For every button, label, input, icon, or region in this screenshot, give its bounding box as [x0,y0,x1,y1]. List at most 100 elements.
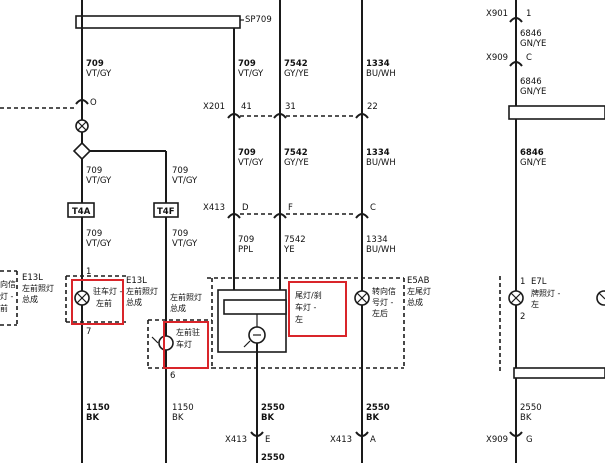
label-pins-pc: C [526,53,532,63]
assembly-box-right [513,367,605,379]
label-terminals-t4a: T4A [72,207,91,217]
label-connectors-x909-bot: X909 [486,435,508,445]
terminal-t4a [67,202,95,218]
label-wires-w709-mid2-color: VT/GY [238,158,264,168]
label-wires-w2550d-num: 2550 [261,453,285,463]
label-components-e5ab-id: E5AB [407,276,430,286]
label-wires-w1334-top-color: BU/WH [366,69,396,79]
label-components-turn-rear-l2: 号灯 - [372,297,394,307]
label-components-far-left-l3: 前 [0,303,8,313]
label-wires-w6846c-num: 6846 [520,148,544,158]
label-connectors-x413-top: X413 [203,203,225,213]
label-components-e13l-mid-l2: 总成 [126,297,142,307]
label-pins-a: A [370,435,376,445]
label-pins-c: C [370,203,376,213]
label-components-turn-rear-l1: 转向信 [372,286,396,296]
label-components-parking-front-l2: 左前 [96,298,112,308]
label-wires-w7542-ye-color: YE [283,245,295,255]
label-connectors-x413-e: X413 [225,435,247,445]
label-wires-w1150b-num: 1150 [172,403,194,413]
splice-label: SP709 [245,15,272,25]
label-wires-w2550b-num: 2550 [366,403,390,413]
label-wires-w709-left-color: VT/GY [86,176,112,186]
label-wires-w7542-mid-num: 7542 [284,148,308,158]
label-components-e13l-left-l1: 左前照灯 [22,283,54,293]
label-pins-d: D [242,203,249,213]
label-pins-o: O [90,98,97,108]
label-wires-w709-left2-color: VT/GY [86,239,112,249]
label-components-e13l-left-id: E13L [22,273,43,283]
highlight-tail-brake [288,281,347,337]
label-connectors-x901: X901 [486,9,508,19]
splice-bar [75,15,241,29]
label-components-e7l-l2: 左 [531,299,539,309]
label-wires-w1334-top-num: 1334 [366,59,390,69]
label-connectors-x201: X201 [203,102,225,112]
label-wires-w7542-mid-color: GY/YE [284,158,309,168]
label-wires-w6846c-color: GN/YE [520,158,546,168]
label-pins-p22: 22 [367,102,378,112]
label-components-parking-front2-l2: 车灯 [176,339,192,349]
label-components-parking-front2-l1: 左前驻 [176,327,200,337]
label-wires-w709-mid2-num: 709 [238,148,256,158]
label-wires-w7542-top-color: GY/YE [284,69,309,79]
label-components-turn-rear-l3: 左后 [372,308,388,318]
label-pins-p1r: 1 [520,277,525,287]
label-wires-w1334-bot-num: 1334 [366,235,388,245]
splice-bar-right [508,105,605,120]
label-wires-w709-right-color: VT/GY [172,176,198,186]
label-wires-w6846b-num: 6846 [520,77,542,87]
label-pins-p7: 7 [86,327,91,337]
label-wires-w709-right2-num: 709 [172,229,188,239]
label-components-e13l-mid-id: E13L [126,276,147,286]
label-wires-w1334-bot-color: BU/WH [366,245,396,255]
label-pins-p1x: 1 [526,9,531,19]
label-components-e5ab-l2: 总成 [407,297,423,307]
label-components-tail-left-l2: 车灯 - [295,302,317,312]
label-components-far-left-l1: 向信 [0,279,16,289]
label-pins-g: G [526,435,533,445]
highlight-parking-front [71,279,124,325]
label-wires-w709-mid-num: 709 [238,59,256,69]
label-components-tail-left-l1: 尾灯/刹 [295,290,322,300]
label-pins-f: F [288,203,293,213]
label-wires-w709-ppl-num: 709 [238,235,254,245]
label-wires-w7542-ye-num: 7542 [284,235,306,245]
label-wires-w709-right2-color: VT/GY [172,239,198,249]
label-components-e7l-id: E7L [531,277,547,287]
label-wires-w709-right-num: 709 [172,166,188,176]
label-components-far-left-l2: 灯 - [0,291,14,301]
label-pins-p1a: 1 [86,267,91,277]
label-components-e5ab-l1: 左尾灯 [407,286,431,296]
label-pins-p31: 31 [285,102,296,112]
label-connectors-x413-a: X413 [330,435,352,445]
label-wires-w709-top-num: 709 [86,59,104,69]
label-wires-w2550c-num: 2550 [520,403,542,413]
highlight-parking-front-2 [163,321,209,369]
label-pins-e: E [265,435,270,445]
label-components-e13l-low-l1: 左前照灯 [170,292,202,302]
label-connectors-x909-top: X909 [486,53,508,63]
label-wires-w709-ppl-color: PPL [238,245,253,255]
label-pins-p41: 41 [241,102,252,112]
label-wires-w7542-top-num: 7542 [284,59,308,69]
label-wires-w2550a-num: 2550 [261,403,285,413]
label-terminals-t4f: T4F [157,207,175,217]
label-wires-w2550c-color: BK [520,413,532,423]
label-components-parking-front-l1: 驻车灯 - [93,286,123,296]
label-wires-w1150-color: BK [86,413,99,423]
label-wires-w1334-mid-color: BU/WH [366,158,396,168]
label-wires-w6846a-color: GN/YE [520,39,546,49]
label-wires-w6846a-num: 6846 [520,29,542,39]
label-pins-p2r: 2 [520,312,525,322]
label-components-e13l-mid-l1: 左前照灯 [126,286,158,296]
junction-diamond [72,141,92,161]
lamp-parking-left-front-2 [158,335,174,351]
label-components-tail-left-l3: 左 [295,314,303,324]
connector-o [75,99,89,105]
label-wires-w6846b-color: GN/YE [520,87,546,97]
label-wires-w1334-mid-num: 1334 [366,148,390,158]
label-components-e7l-l1: 牌照灯 - [531,288,561,298]
label-components-e13l-low-l2: 总成 [170,303,186,313]
